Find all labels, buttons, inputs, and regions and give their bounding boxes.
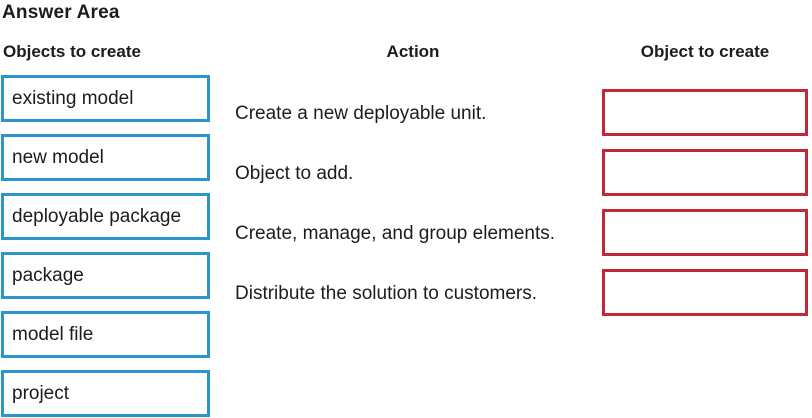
action-label-object-to-add: Object to add.	[235, 163, 354, 184]
objects-to-create-header: Objects to create	[3, 42, 141, 61]
drop-targets-list	[602, 89, 808, 316]
drag-item-label: deployable package	[12, 206, 182, 227]
object-to-create-header: Object to create	[640, 42, 770, 61]
drag-item-new-model[interactable]: new model	[1, 134, 210, 181]
action-label-distribute-solution: Distribute the solution to customers.	[235, 283, 538, 304]
drop-slot-2[interactable]	[602, 149, 808, 196]
action-label-create-deployable-unit: Create a new deployable unit.	[235, 103, 487, 124]
drag-item-model-file[interactable]: model file	[1, 311, 210, 358]
drag-item-deployable-package[interactable]: deployable package	[1, 193, 210, 240]
drop-slot-4[interactable]	[602, 269, 808, 316]
drag-item-label: existing model	[12, 88, 134, 109]
drag-item-label: package	[12, 265, 84, 286]
drag-item-package[interactable]: package	[1, 252, 210, 299]
page-title: Answer Area	[2, 2, 120, 23]
drag-item-label: model file	[12, 324, 94, 345]
drag-item-project[interactable]: project	[1, 370, 210, 417]
drop-slot-3[interactable]	[602, 209, 808, 256]
drop-slot-1[interactable]	[602, 89, 808, 136]
actions-list: Create a new deployable unit. Object to …	[235, 100, 555, 308]
objects-list: existing model new model deployable pack…	[1, 75, 210, 417]
drag-item-label: project	[12, 383, 70, 404]
action-column-header: Action	[386, 42, 440, 61]
action-label-create-manage-group: Create, manage, and group elements.	[235, 223, 556, 244]
drag-item-existing-model[interactable]: existing model	[1, 75, 210, 122]
drag-item-label: new model	[12, 147, 104, 168]
